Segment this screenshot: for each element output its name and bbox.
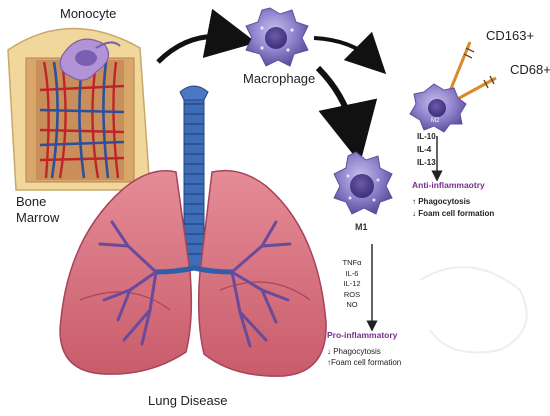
cd68-label: CD68+ (510, 62, 550, 77)
m1-cytokine-list: TNFα IL-6 IL-12 ROS NO (338, 258, 366, 311)
m2-cytokine: IL-4 (417, 145, 432, 154)
bone-marrow-label: Bone Marrow (16, 194, 59, 226)
macrophage-cell (245, 7, 309, 67)
m1-effects: ↓ Phagocytosis ↑Foam cell formation (327, 346, 401, 368)
m2-cell (409, 41, 497, 133)
m1-cytokine: NO (346, 300, 358, 309)
m2-cytokine-list: IL-10 IL-4 IL-13 (417, 130, 436, 169)
bone-marrow-label-line1: Bone (16, 194, 47, 209)
arrow-macrophage-to-m1 (315, 65, 378, 164)
m1-cytokine: IL-12 (343, 279, 361, 288)
watermark (419, 266, 528, 354)
lung-disease-label: Lung Disease (148, 393, 228, 408)
monocyte-label: Monocyte (60, 6, 117, 21)
m1-outcome-title: Pro-inflammatory (327, 330, 398, 340)
cd163-label: CD163+ (486, 28, 535, 43)
m1-cytokine: ROS (343, 289, 361, 299)
m2-effect: ↑ Phagocytosis (412, 197, 471, 206)
m2-effect: ↓ Foam cell formation (412, 209, 495, 218)
bone-marrow-label-line2: Marrow (16, 210, 60, 225)
m2-cytokine: IL-13 (417, 158, 436, 167)
m1-effect: ↓ Phagocytosis (327, 347, 381, 356)
m1-label: M1 (355, 222, 368, 232)
m2-label: M2 (431, 118, 440, 124)
arrow-macrophage-to-m2 (313, 31, 387, 75)
m1-cell (333, 151, 393, 215)
m2-cytokine: IL-10 (417, 132, 436, 141)
m1-effect: ↑Foam cell formation (327, 358, 402, 367)
bone-marrow-illustration (7, 27, 151, 191)
m2-outcome-title: Anti-inflammaotry (412, 180, 485, 190)
m2-effects: ↑ Phagocytosis ↓ Foam cell formation (412, 196, 494, 220)
macrophage-label: Macrophage (243, 71, 316, 86)
lung-illustration (59, 85, 327, 377)
arrow-monocyte-to-macrophage (156, 8, 257, 64)
m1-cytokine: IL-6 (345, 268, 359, 278)
m1-cytokine: TNFα (342, 258, 362, 267)
